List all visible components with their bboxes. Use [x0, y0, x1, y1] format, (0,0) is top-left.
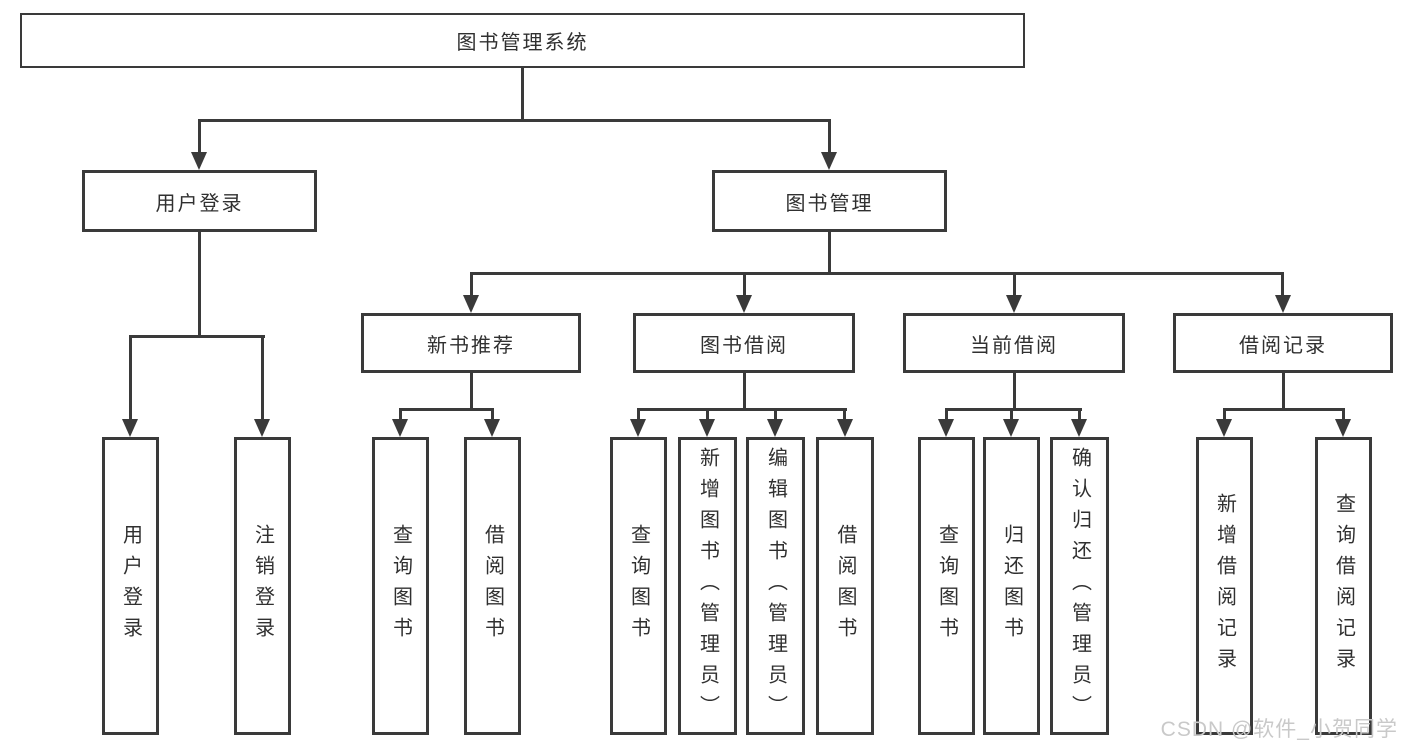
arrowhead-down-icon: [463, 295, 479, 313]
connector-line: [1342, 408, 1345, 422]
arrowhead-down-icon: [254, 419, 270, 437]
node-label: 用户登录: [119, 524, 142, 648]
leaf-add-borrow-record: 新增借阅记录: [1196, 437, 1253, 735]
node-label: 借阅记录: [1239, 334, 1327, 357]
connector-line: [1223, 408, 1345, 411]
connector-line: [637, 408, 640, 422]
arrowhead-down-icon: [821, 152, 837, 170]
node-label: 当前借阅: [970, 334, 1058, 357]
node-label: 编辑图书（管理员）: [764, 446, 787, 726]
connector-line: [198, 232, 201, 338]
node-label: 新增图书（管理员）: [696, 446, 719, 726]
connector-line: [945, 408, 948, 422]
leaf-borrow-book-recommend: 借阅图书: [464, 437, 521, 735]
arrowhead-down-icon: [392, 419, 408, 437]
node-user-login: 用户登录: [82, 170, 317, 232]
node-new-book-recommend: 新书推荐: [361, 313, 581, 373]
leaf-return-book: 归还图书: [983, 437, 1040, 735]
leaf-borrow-book: 借阅图书: [816, 437, 874, 735]
leaf-user-login: 用户登录: [102, 437, 159, 735]
leaf-query-borrow-record: 查询借阅记录: [1315, 437, 1372, 735]
connector-line: [828, 232, 831, 275]
node-label: 新增借阅记录: [1213, 493, 1236, 679]
node-label: 图书管理: [785, 192, 874, 215]
connector-line: [470, 272, 473, 298]
arrowhead-down-icon: [1071, 419, 1087, 437]
node-label: 用户登录: [155, 192, 244, 215]
connector-line: [491, 408, 494, 422]
connector-line: [843, 408, 846, 422]
arrowhead-down-icon: [1003, 419, 1019, 437]
arrowhead-down-icon: [767, 419, 783, 437]
node-borrow-records: 借阅记录: [1173, 313, 1393, 373]
node-root: 图书管理系统: [20, 13, 1025, 68]
arrowhead-down-icon: [1006, 295, 1022, 313]
node-current-borrow: 当前借阅: [903, 313, 1125, 373]
connector-line: [1010, 408, 1013, 422]
arrowhead-down-icon: [736, 295, 752, 313]
leaf-query-book-recommend: 查询图书: [372, 437, 429, 735]
arrowhead-down-icon: [938, 419, 954, 437]
leaf-edit-book-admin: 编辑图书（管理员）: [746, 437, 805, 735]
leaf-query-book-borrow: 查询图书: [610, 437, 667, 735]
arrowhead-down-icon: [1216, 419, 1232, 437]
node-label: 注销登录: [251, 524, 274, 648]
connector-line: [774, 408, 777, 422]
connector-line: [470, 272, 1284, 275]
node-label: 图书借阅: [700, 334, 788, 357]
connector-line: [828, 119, 831, 155]
connector-line: [399, 408, 494, 411]
connector-line: [1223, 408, 1226, 422]
node-label: 新书推荐: [427, 334, 515, 357]
connector-line: [1013, 373, 1016, 411]
connector-line: [637, 408, 847, 411]
connector-line: [945, 408, 1082, 411]
connector-line: [198, 119, 201, 155]
connector-line: [129, 335, 265, 338]
leaf-add-book-admin: 新增图书（管理员）: [678, 437, 737, 735]
connector-line: [706, 408, 709, 422]
arrowhead-down-icon: [630, 419, 646, 437]
node-label: 确认归还（管理员）: [1068, 446, 1091, 726]
leaf-logout: 注销登录: [234, 437, 291, 735]
connector-line: [129, 335, 132, 421]
node-book-borrow: 图书借阅: [633, 313, 855, 373]
leaf-query-book-current: 查询图书: [918, 437, 975, 735]
node-label: 查询借阅记录: [1332, 493, 1355, 679]
connector-line: [399, 408, 402, 422]
arrowhead-down-icon: [699, 419, 715, 437]
connector-line: [198, 119, 831, 122]
watermark: CSDN @软件_小贺同学: [1160, 718, 1398, 741]
arrowhead-down-icon: [1275, 295, 1291, 313]
connector-line: [743, 373, 746, 411]
node-label: 查询图书: [627, 524, 650, 648]
connector-line: [261, 335, 264, 421]
leaf-confirm-return-admin: 确认归还（管理员）: [1050, 437, 1109, 735]
connector-line: [1282, 373, 1285, 411]
connector-line: [1281, 272, 1284, 298]
connector-line: [1078, 408, 1081, 422]
node-label: 查询图书: [389, 524, 412, 648]
arrowhead-down-icon: [484, 419, 500, 437]
node-label: 图书管理系统: [456, 32, 589, 54]
node-label: 归还图书: [1000, 524, 1023, 648]
arrowhead-down-icon: [191, 152, 207, 170]
node-label: 借阅图书: [481, 524, 504, 648]
connector-line: [470, 373, 473, 411]
node-label: 查询图书: [935, 524, 958, 648]
arrowhead-down-icon: [837, 419, 853, 437]
connector-line: [1013, 272, 1016, 298]
node-book-management: 图书管理: [712, 170, 947, 232]
arrowhead-down-icon: [1335, 419, 1351, 437]
arrowhead-down-icon: [122, 419, 138, 437]
node-label: 借阅图书: [834, 524, 856, 648]
connector-line: [743, 272, 746, 298]
connector-line: [521, 68, 524, 122]
